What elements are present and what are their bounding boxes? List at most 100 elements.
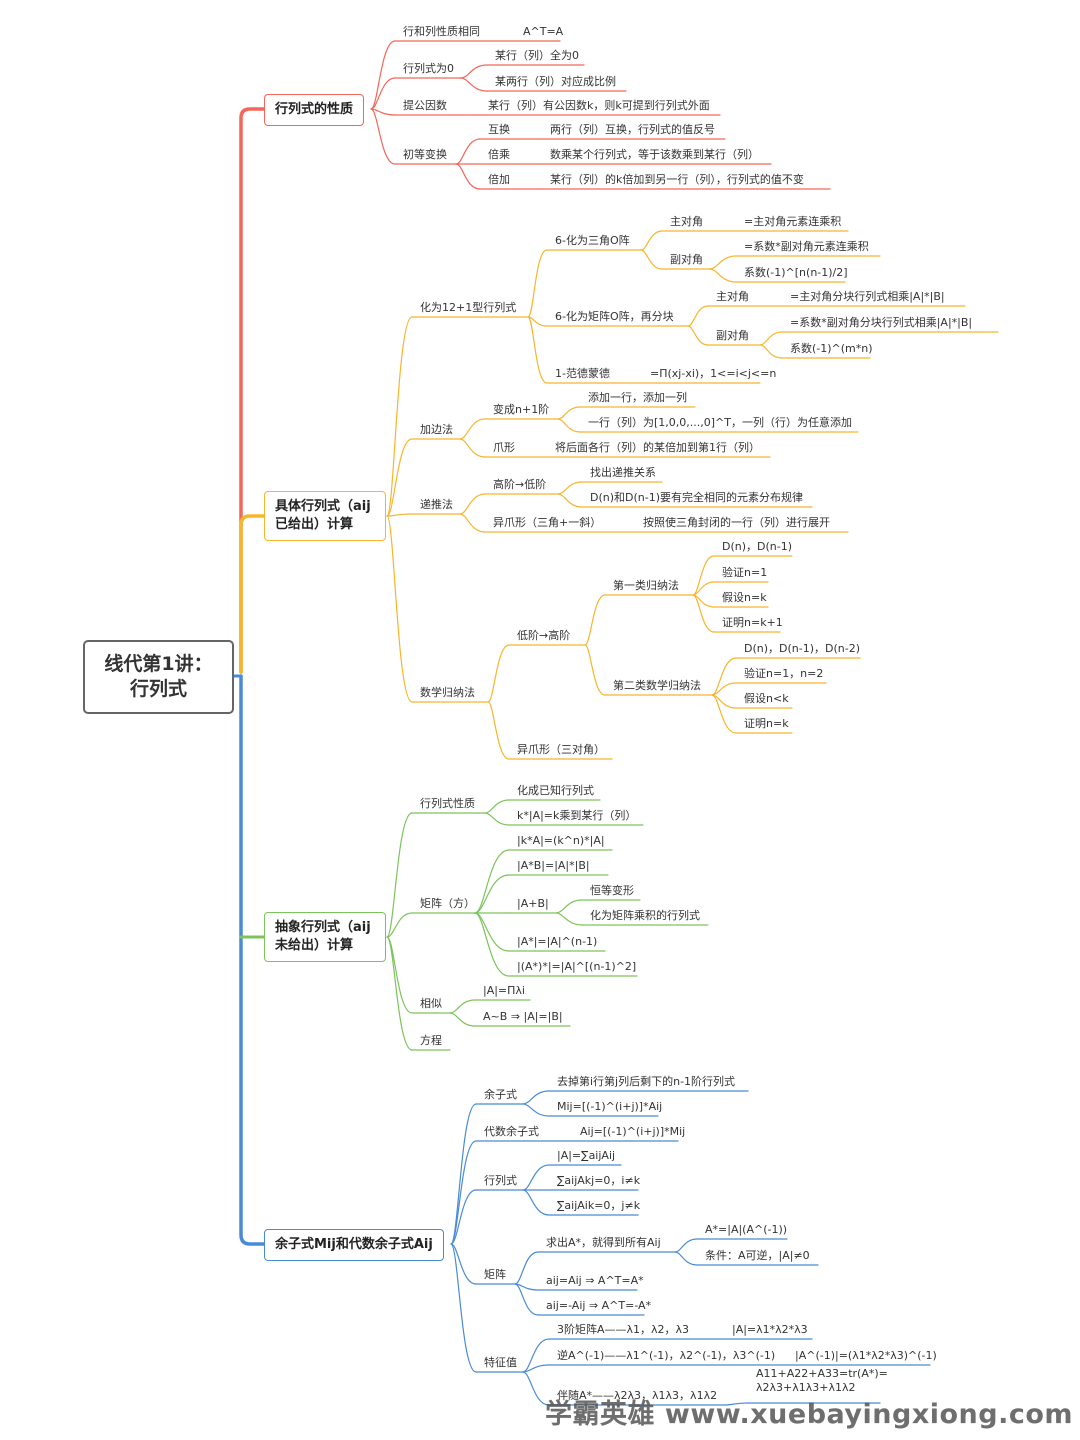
map-node[interactable]: 求出A*，就得到所有Aij — [546, 1236, 661, 1249]
map-node[interactable]: k*|A|=k乘到某行（列） — [517, 809, 637, 822]
map-node[interactable]: 证明n=k — [744, 717, 789, 730]
map-node[interactable]: 爪形 — [493, 441, 515, 454]
map-node[interactable]: 递推法 — [420, 498, 453, 511]
map-node[interactable]: D(n)和D(n-1)要有完全相同的元素分布规律 — [590, 491, 804, 504]
map-node[interactable]: 行列式 — [484, 1174, 517, 1187]
map-node[interactable]: 逆A^(-1)——λ1^(-1)，λ2^(-1)，λ3^(-1) — [557, 1349, 776, 1362]
branch-cofactor[interactable]: 余子式Mij和代数余子式Aij — [264, 1229, 444, 1261]
map-node[interactable]: 找出递推关系 — [590, 466, 656, 479]
map-node[interactable]: |A|=∑aijAij — [557, 1149, 616, 1162]
map-node[interactable]: |A*|=|A|^(n-1) — [517, 935, 598, 948]
map-node[interactable]: 系数(-1)^(m*n) — [790, 342, 873, 355]
map-node[interactable]: 验证n=1 — [722, 566, 768, 579]
connector — [459, 493, 486, 515]
map-node[interactable]: 系数(-1)^[n(n-1)/2] — [744, 266, 848, 279]
map-node[interactable]: |A+B| — [517, 897, 549, 910]
map-node[interactable]: aij=-Aij ⇒ A^T=-A* — [546, 1299, 652, 1312]
map-node[interactable]: 6-化为矩阵O阵，再分块 — [555, 310, 674, 323]
map-node[interactable]: Aij=[(-1)^(i+j)]*Mij — [580, 1125, 686, 1138]
map-node[interactable]: 恒等变形 — [590, 884, 634, 897]
root-node[interactable]: 线代第1讲： 行列式 — [83, 640, 234, 714]
map-node[interactable]: 倍乘 — [488, 148, 510, 161]
branch-abstract[interactable]: 抽象行列式（aij 未给出）计算 — [264, 912, 386, 962]
branch-properties[interactable]: 行列式的性质 — [264, 94, 365, 126]
map-node[interactable]: 添加一行，添加一列 — [588, 391, 687, 404]
connector — [484, 799, 510, 814]
map-node[interactable]: 某行（列）有公因数k，则k可提到行列式外面 — [488, 99, 710, 112]
map-node[interactable]: =主对角分块行列式相乘|A|*|B| — [790, 290, 945, 303]
map-node[interactable]: =系数*副对角分块行列式相乘|A|*|B| — [790, 316, 973, 329]
map-node[interactable]: 副对角 — [670, 253, 703, 266]
map-node[interactable]: =系数*副对角元素连乘积 — [744, 240, 869, 253]
map-node[interactable]: 行列式性质 — [420, 797, 475, 810]
map-node[interactable]: |A|=λ1*λ2*λ3 — [732, 1323, 808, 1336]
connector — [239, 514, 266, 674]
map-node[interactable]: 主对角 — [716, 290, 749, 303]
map-node[interactable]: D(n)，D(n-1) — [722, 540, 793, 553]
map-node[interactable]: 副对角 — [716, 329, 749, 342]
map-node[interactable]: 6-化为三角O阵 — [555, 234, 630, 247]
map-node[interactable]: 加边法 — [420, 423, 453, 436]
map-node[interactable]: 某两行（列）对应成比例 — [495, 75, 616, 88]
map-node[interactable]: 条件：A可逆，|A|≠0 — [705, 1249, 810, 1262]
map-node[interactable]: 余子式 — [484, 1088, 517, 1101]
map-node[interactable]: A^T=A — [523, 25, 564, 38]
map-node[interactable]: |A^(-1)|=(λ1*λ2*λ3)^(-1) — [795, 1349, 937, 1362]
map-node[interactable]: 1-范德蒙德 — [555, 367, 610, 380]
map-node[interactable]: ∑aijAik=0，j≠k — [557, 1199, 641, 1212]
map-node[interactable]: 化成已知行列式 — [517, 784, 594, 797]
map-node[interactable]: 倍加 — [488, 173, 510, 186]
map-node[interactable]: =主对角元素连乘积 — [744, 215, 842, 228]
map-node[interactable]: 行和列性质相同 — [403, 25, 480, 38]
map-node[interactable]: 第二类数学归纳法 — [613, 679, 701, 692]
map-node[interactable]: 代数余子式 — [484, 1125, 539, 1138]
map-node[interactable]: A11+A22+A33=tr(A*)= λ2λ3+λ1λ3+λ1λ2 — [756, 1367, 888, 1394]
map-node[interactable]: ∑aijAkj=0，i≠k — [557, 1174, 641, 1187]
map-node[interactable]: 按照使三角封闭的一行（列）进行展开 — [643, 516, 830, 529]
map-node[interactable]: 去掉第i行第j列后剩下的n-1阶行列式 — [557, 1075, 736, 1088]
map-node[interactable]: 某行（列）的k倍加到另一行（列），行列式的值不变 — [550, 173, 804, 186]
map-node[interactable]: 伴随A*——λ2λ3，λ1λ3，λ1λ2 — [557, 1389, 718, 1402]
map-node[interactable]: 主对角 — [670, 215, 703, 228]
map-node[interactable]: 化为12+1型行列式 — [420, 301, 517, 314]
map-node[interactable]: 证明n=k+1 — [722, 616, 783, 629]
map-node[interactable]: 矩阵（方） — [420, 897, 475, 910]
map-node[interactable]: 验证n=1，n=2 — [744, 667, 824, 680]
map-node[interactable]: 高阶→低阶 — [493, 478, 547, 491]
map-node[interactable]: |k*A|=(k^n)*|A| — [517, 834, 605, 847]
map-node[interactable]: 数学归纳法 — [420, 686, 475, 699]
map-node[interactable]: A~B ⇒ |A|=|B| — [483, 1010, 563, 1023]
map-node[interactable]: 第一类归纳法 — [613, 579, 679, 592]
map-node[interactable]: 异爪形（三角+一斜） — [493, 516, 602, 529]
map-node[interactable]: 提公因数 — [403, 99, 447, 112]
map-node[interactable]: D(n)，D(n-1)，D(n-2) — [744, 642, 861, 655]
branch-concrete[interactable]: 具体行列式（aij 已给出）计算 — [264, 491, 386, 541]
map-node[interactable]: 初等变换 — [403, 148, 447, 161]
map-node[interactable]: 3阶矩阵A——λ1，λ2，λ3 — [557, 1323, 690, 1336]
map-node[interactable]: A*=|A|(A^(-1)) — [705, 1223, 788, 1236]
map-node[interactable]: 假设n<k — [744, 692, 789, 705]
map-node[interactable]: 相似 — [420, 997, 442, 1010]
map-node[interactable]: 互换 — [488, 123, 510, 136]
map-node[interactable]: 假设n=k — [722, 591, 767, 604]
map-node[interactable]: 将后面各行（列）的某倍加到第1行（列） — [555, 441, 760, 454]
map-node[interactable]: 化为矩阵乘积的行列式 — [590, 909, 700, 922]
map-node[interactable]: 数乘某个行列式，等于该数乘到某行（列） — [550, 148, 759, 161]
map-node[interactable]: =Π(xj-xi)，1<=i<j<=n — [650, 367, 777, 380]
map-node[interactable]: Mij=[(-1)^(i+j)]*Aij — [557, 1100, 663, 1113]
map-node[interactable]: |A|=Πλi — [483, 984, 525, 997]
map-node[interactable]: 方程 — [420, 1034, 442, 1047]
map-node[interactable]: 低阶→高阶 — [517, 629, 571, 642]
map-node[interactable]: 某行（列）全为0 — [495, 49, 579, 62]
map-node[interactable]: aij=Aij ⇒ A^T=A* — [546, 1274, 644, 1287]
map-node[interactable]: |(A*)*|=|A|^[(n-1)^2] — [517, 960, 637, 973]
map-node[interactable]: 特征值 — [484, 1356, 517, 1369]
map-node[interactable]: 一行（列）为[1,0,0,...,0]^T，一列（行）为任意添加 — [588, 416, 852, 429]
map-node[interactable]: 变成n+1阶 — [493, 403, 550, 416]
map-node[interactable]: 行列式为0 — [403, 62, 454, 75]
map-node[interactable]: 两行（列）互换，行列式的值反号 — [550, 123, 715, 136]
map-node[interactable]: 矩阵 — [484, 1268, 506, 1281]
map-node[interactable]: 异爪形（三对角） — [517, 743, 605, 756]
map-node[interactable]: |A*B|=|A|*|B| — [517, 859, 590, 872]
